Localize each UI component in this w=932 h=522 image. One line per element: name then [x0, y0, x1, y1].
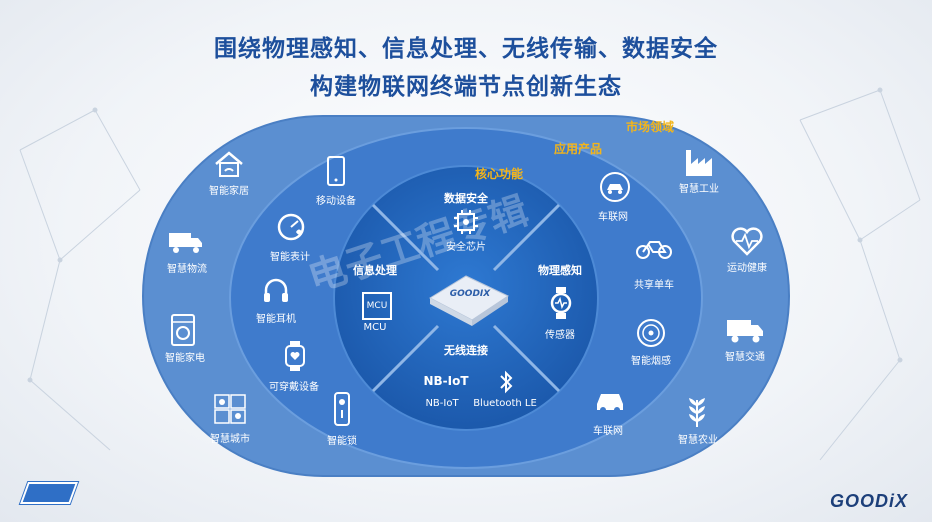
core-sensing-label: 物理感知: [538, 264, 582, 277]
market-agriculture-label: 智慧农业: [678, 435, 718, 446]
shared-bike-icon: [636, 241, 672, 259]
nbiot-logo-icon: NB-IoT: [423, 374, 469, 388]
center-chip-label: GOODIX: [449, 289, 491, 299]
core-wireless-label: 无线连接: [444, 344, 488, 357]
title-line-2: 构建物联网终端节点创新生态: [310, 74, 622, 100]
market-home-label: 智能家居: [209, 186, 249, 197]
headphone-icon: [264, 278, 288, 302]
mcu-chip-icon: MCU: [362, 292, 392, 320]
center-chip-icon: [428, 275, 510, 326]
market-ring-tag: 市场领域: [626, 120, 675, 134]
core-ring-tag: 核心功能: [475, 167, 524, 181]
market-appliance-label: 智能家电: [165, 353, 205, 364]
corner-chip-logo: [19, 482, 79, 504]
bluetooth-icon: [500, 370, 513, 394]
core-security-label: 数据安全: [444, 192, 488, 205]
market-traffic-label: 智慧交通: [725, 352, 765, 363]
core-security-sublabel: 安全芯片: [446, 242, 486, 253]
traffic-truck-icon: [727, 320, 763, 343]
smart-city-icon: [214, 394, 246, 424]
product-meter-label: 智能表计: [270, 252, 310, 263]
smart-home-icon: [215, 151, 243, 177]
title-line-1: 围绕物理感知、信息处理、无线传输、数据安全: [214, 36, 718, 62]
meter-gauge-icon: [277, 213, 305, 241]
car-network-bottom-icon: [597, 394, 623, 413]
product-wearable-label: 可穿戴设备: [269, 382, 319, 393]
smart-industry-icon: [686, 150, 712, 176]
market-logistics-label: 智慧物流: [167, 264, 207, 275]
car-network-top-icon: [600, 172, 630, 202]
brand-logo: GOODiX: [829, 491, 908, 511]
smart-lock-icon: [334, 392, 350, 426]
core-sensing-sublabel: 传感器: [545, 330, 575, 341]
appliance-icon: [171, 314, 195, 346]
watch-sensor-icon: [550, 287, 572, 319]
market-health-label: 运动健康: [727, 263, 767, 274]
market-city-label: 智慧城市: [210, 434, 250, 445]
product-lock-label: 智能锁: [327, 436, 357, 447]
wearable-watch-icon: [285, 341, 305, 371]
product-ring-tag: 应用产品: [554, 142, 603, 156]
security-chip-icon: [454, 210, 478, 234]
product-car-bottom-label: 车联网: [593, 426, 623, 437]
product-headphone-label: 智能耳机: [256, 314, 296, 325]
product-car-top-label: 车联网: [598, 212, 628, 223]
agriculture-wheat-icon: [689, 398, 705, 427]
product-bike-label: 共享单车: [634, 280, 674, 291]
logistics-truck-icon: [169, 233, 202, 253]
health-heart-icon: [731, 227, 763, 256]
core-processing-sublabel: MCU: [363, 322, 387, 333]
core-processing-label: 信息处理: [353, 264, 397, 277]
product-mobile-label: 移动设备: [316, 196, 356, 207]
smoke-sensor-icon: [637, 319, 665, 347]
market-industry-label: 智慧工业: [679, 184, 719, 195]
nbiot-label: NB-IoT: [425, 398, 459, 409]
ble-label: Bluetooth LE: [473, 398, 537, 409]
product-smoke-label: 智能烟感: [631, 356, 671, 367]
mobile-device-icon: [327, 156, 345, 186]
